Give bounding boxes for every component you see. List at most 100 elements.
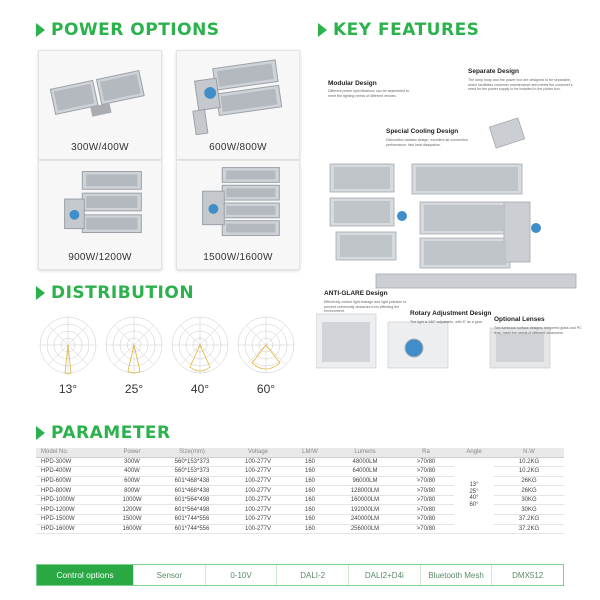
cell: 1500W <box>108 514 156 525</box>
cell: HPD-1200W <box>36 504 108 516</box>
floodlight-3-stack-image <box>64 171 142 234</box>
feature-title: Optional Lenses <box>494 316 545 323</box>
cell: 240000LM <box>332 514 398 525</box>
cell: 96000LM <box>332 476 398 487</box>
angle-cell: 13° 25° 40° 60° <box>454 457 494 535</box>
table-row: HPD-800W 800W 601*468*438 100-277V 160 1… <box>36 485 564 496</box>
cell: 560*153*373 <box>156 466 228 477</box>
cell: 601*564*498 <box>156 504 228 516</box>
col-header: LM/W <box>288 448 332 458</box>
cell: 601*564*498 <box>156 495 228 506</box>
cell: >70/80 <box>398 457 454 468</box>
table-row: HPD-1000W 1000W 601*564*498 100-277V 160… <box>36 495 564 506</box>
cell: >70/80 <box>398 476 454 487</box>
cell: 100-277V <box>228 495 288 506</box>
cell: 800W <box>108 485 156 496</box>
feature-title: Rotary Adjustment Design <box>410 310 492 317</box>
cell: 256000LM <box>332 524 398 535</box>
angle-value: 13° <box>469 482 479 489</box>
power-option-label: 900W/1200W <box>68 252 132 263</box>
key-features-heading: KEY FEATURES <box>318 20 479 40</box>
cell: HPD-600W <box>36 476 108 487</box>
beam-angle-label: 60° <box>256 382 276 396</box>
power-option-label: 600W/800W <box>209 142 267 153</box>
cell: 601*468*438 <box>156 485 228 496</box>
cell: >70/80 <box>398 495 454 506</box>
cell: 37.2KG <box>494 524 564 535</box>
triangle-bullet-icon <box>36 23 45 37</box>
beam-angle-label: 13° <box>58 382 78 396</box>
key-features-panel: Modular Design Different power specifica… <box>316 52 600 378</box>
feature-description: Dislocation radiator design, excellent a… <box>386 138 468 147</box>
floodlight-4-stack-image <box>202 167 280 236</box>
angle-value: 25° <box>469 488 479 495</box>
table-row: HPD-1500W 1500W 601*744*556 100-277V 160… <box>36 514 564 525</box>
cell: 160000LM <box>332 495 398 506</box>
cell: HPD-300W <box>36 457 108 468</box>
control-option-sensor: Sensor <box>133 565 205 585</box>
cell: 601*744*556 <box>156 524 228 535</box>
cell: 37.2KG <box>494 514 564 525</box>
col-header: Power <box>108 448 156 458</box>
polar-diagram-60 <box>237 316 295 374</box>
cell: 160 <box>288 457 332 468</box>
cell: 400W <box>108 466 156 477</box>
cell: 100-277V <box>228 514 288 525</box>
col-header: N.W <box>494 448 564 458</box>
feature-title: Separate Design <box>468 68 519 75</box>
cell: HPD-1000W <box>36 495 108 506</box>
power-option-label: 1500W/1600W <box>203 252 273 263</box>
cell: 26KG <box>494 485 564 496</box>
cell: 30KG <box>494 495 564 506</box>
polar-diagram-13 <box>39 316 97 375</box>
cell: 100-277V <box>228 524 288 535</box>
cell: 100-277V <box>228 504 288 516</box>
control-option-dali2-d4i: DALI2+D4i <box>348 565 420 585</box>
feature-title: Modular Design <box>328 80 377 87</box>
floodlight-4-module-image <box>192 59 283 135</box>
col-header: Size(mm) <box>156 448 228 458</box>
control-option-dmx512: DMX512 <box>491 565 563 585</box>
cell: 160 <box>288 514 332 525</box>
control-option-0-10v: 0-10V <box>204 565 277 585</box>
polar-diagram-40 <box>171 316 229 374</box>
feature-description: Effectively control light leakage and li… <box>324 300 407 314</box>
power-option-card-900w: 900W/1200W <box>38 160 162 270</box>
control-options-label: Control options <box>37 565 133 585</box>
power-option-label: 300W/400W <box>71 142 129 153</box>
cell: 100-277V <box>228 457 288 468</box>
power-option-card-600w: 600W/800W <box>176 50 300 160</box>
cell: 10.2KG <box>494 457 564 468</box>
beam-angle-label: 40° <box>190 382 210 396</box>
table-header-row: Model No. Power Size(mm) Voltage LM/W Lu… <box>36 448 564 458</box>
feature-description: Different power specifications can be as… <box>328 89 410 98</box>
cell: 160 <box>288 466 332 477</box>
col-header: Voltage <box>228 448 288 458</box>
triangle-bullet-icon <box>318 23 327 37</box>
power-option-card-1500w: 1500W/1600W <box>176 160 300 270</box>
col-header: Model No. <box>36 448 108 458</box>
cell: >70/80 <box>398 514 454 525</box>
feature-title: Special Cooling Design <box>386 128 459 135</box>
cell: 10.2KG <box>494 466 564 477</box>
feature-description: The lamp body and the power box are desi… <box>468 78 573 92</box>
cell: >70/80 <box>398 524 454 535</box>
table-row: HPD-1200W 1200W 601*564*498 100-277V 160… <box>36 504 564 516</box>
cell: 160 <box>288 476 332 487</box>
feature-description: Two luminous surface designs: tempered g… <box>494 326 582 335</box>
angle-value: 40° <box>469 495 479 502</box>
feature-title: ANTI-GLARE Design <box>324 290 388 297</box>
triangle-bullet-icon <box>36 426 45 440</box>
control-options-bar: Control options Sensor 0-10V DALI-2 DALI… <box>36 564 564 586</box>
col-header: Angle <box>454 448 494 458</box>
cell: 601*744*556 <box>156 514 228 525</box>
cell: 48000LM <box>332 457 398 468</box>
triangle-bullet-icon <box>36 286 45 300</box>
cell: >70/80 <box>398 485 454 496</box>
polar-diagram-25 <box>105 316 163 374</box>
floodlight-feature-illustration <box>316 117 577 369</box>
parameter-heading: PARAMETER <box>36 423 171 443</box>
cell: 100-277V <box>228 476 288 487</box>
power-option-card-300w: 300W/400W <box>38 50 162 160</box>
feature-description: The light is 180° adjustable, with 6° as… <box>410 320 483 324</box>
